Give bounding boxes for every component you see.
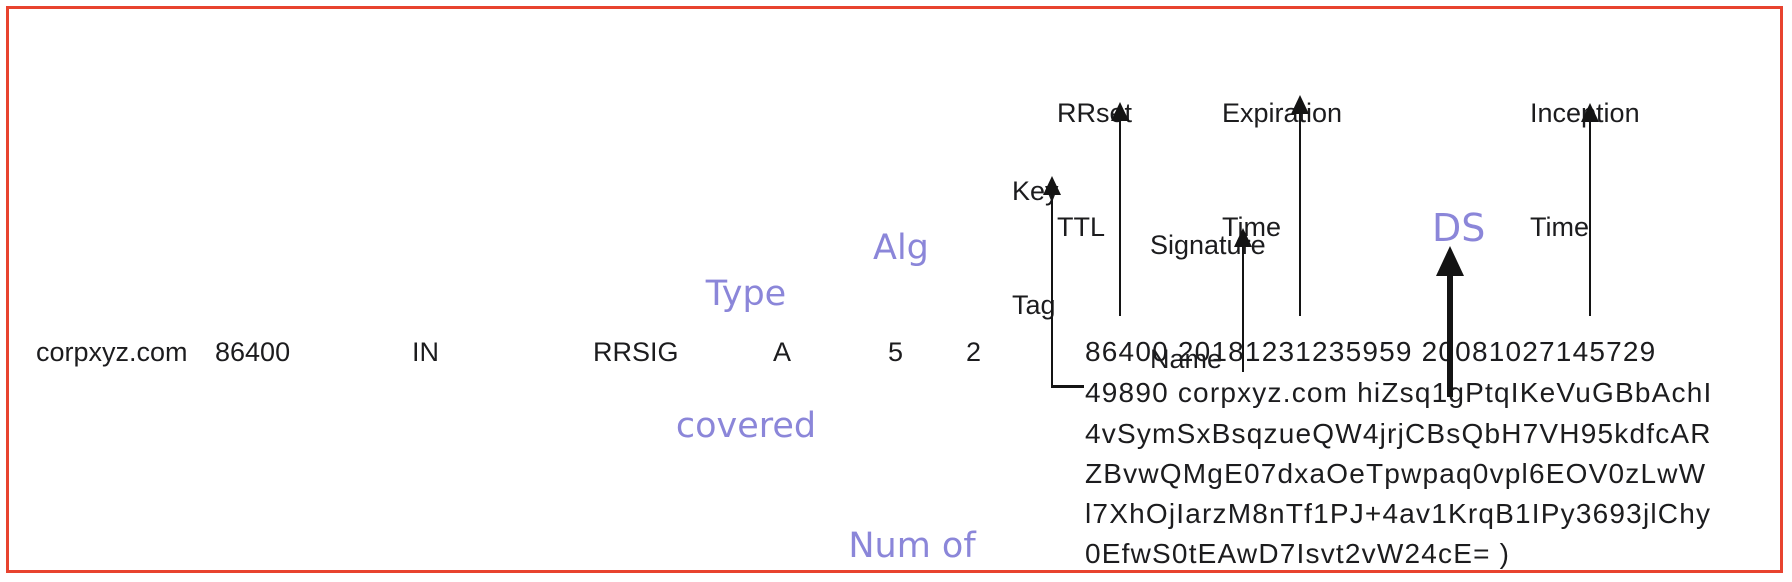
key-tag-arrowhead	[1043, 176, 1061, 195]
expiration-time-arrow	[1291, 95, 1309, 316]
rdata-line-2: 49890 corpxyz.com hiZsq1gPtqIKeVuGBbAchI	[1085, 377, 1713, 408]
key-tag-arrow	[1043, 176, 1061, 388]
label-type-covered-line2: covered	[675, 406, 817, 446]
record-num-labels: 2	[966, 337, 982, 367]
label-num-of-labels-line1: Num of	[848, 526, 976, 566]
record-type-covered: A	[773, 337, 792, 367]
inception-time-arrowhead	[1581, 103, 1599, 122]
label-num-of-labels: Num of labels	[806, 436, 1018, 582]
rrset-ttl-arrow-shaft	[1118, 118, 1122, 316]
key-tag-elbow	[1051, 385, 1084, 388]
record-type: RRSIG	[593, 337, 679, 367]
label-inception-line2: Time	[1530, 212, 1589, 242]
inception-time-arrow-shaft	[1588, 119, 1592, 316]
signature-name-arrow	[1234, 228, 1252, 372]
label-rrset-ttl-line2: TTL	[1057, 212, 1106, 242]
rrset-ttl-arrow	[1111, 102, 1129, 316]
expiration-time-arrow-shaft	[1298, 111, 1302, 316]
label-expiration-time: Expiration Time	[1222, 18, 1342, 322]
label-ds: DS	[1432, 206, 1486, 250]
label-type-covered: Type covered	[640, 184, 852, 536]
label-key-tag-line2: Tag	[1012, 290, 1056, 320]
ds-arrow-shaft	[1447, 272, 1453, 397]
record-ttl: 86400	[215, 337, 291, 367]
rdata-line-6: 0EfwS0tEAwD7Isvt2vW24cE= )	[1085, 538, 1511, 569]
key-tag-arrow-shaft	[1050, 192, 1054, 388]
rdata-line-3: 4vSymSxBsqzueQW4jrjCBsQbH7VH95kdfcAR	[1085, 418, 1712, 449]
ds-arrow	[1436, 246, 1464, 397]
label-expiration-line1: Expiration	[1222, 98, 1343, 128]
rdata-line-5: l7XhOjIarzM8nTf1PJ+4av1KrqB1IPy3693jlChy	[1085, 498, 1712, 529]
label-alg: Alg	[873, 228, 929, 268]
rdata-line-4: ZBvwQMgE07dxaOeTpwpaq0vpl6EOV0zLwW	[1085, 458, 1707, 489]
expiration-time-arrowhead	[1291, 95, 1309, 114]
label-type-covered-line1: Type	[705, 274, 787, 314]
record-owner: corpxyz.com	[36, 337, 188, 367]
rrset-ttl-arrowhead	[1111, 102, 1129, 121]
signature-name-arrow-shaft	[1241, 244, 1245, 372]
rdata-line-1: 86400 20181231235959 20081027145729	[1085, 336, 1657, 367]
ds-arrowhead	[1436, 246, 1464, 276]
inception-time-arrow	[1581, 103, 1599, 316]
label-signature-name-line2: Name	[1150, 344, 1223, 374]
record-class: IN	[412, 337, 439, 367]
record-algorithm: 5	[888, 337, 904, 367]
signature-name-arrowhead	[1234, 228, 1252, 247]
